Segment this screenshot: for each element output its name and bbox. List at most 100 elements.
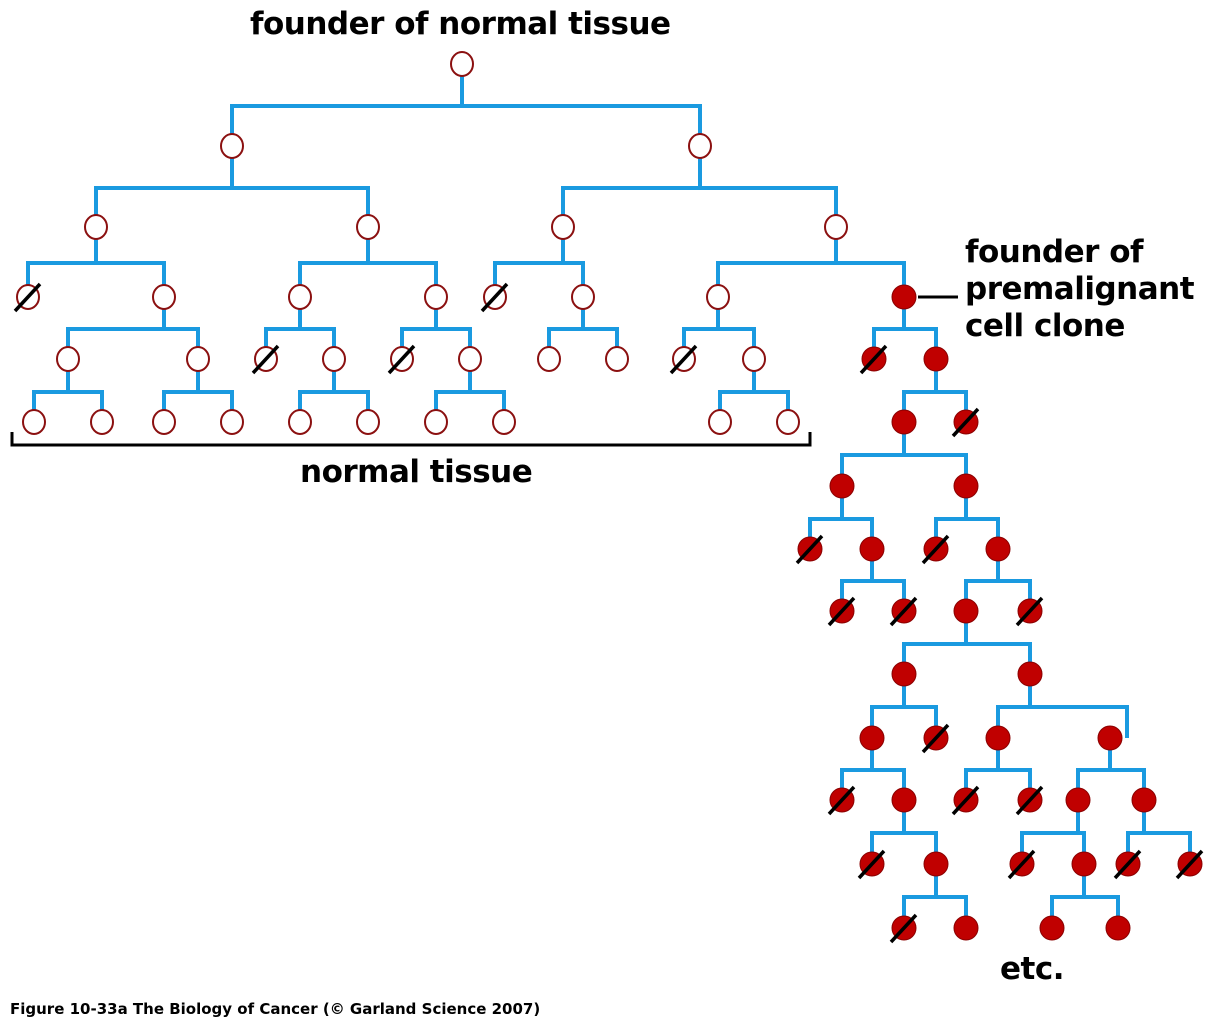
normal-cell xyxy=(288,284,312,310)
normal-cell xyxy=(706,284,730,310)
open-circle-icon xyxy=(288,409,312,435)
cell-death-slash-icon xyxy=(889,913,918,944)
figure-caption: Figure 10-33a The Biology of Cancer (© G… xyxy=(10,1000,541,1018)
filled-circle-icon xyxy=(859,536,885,562)
normal-tissue-label: normal tissue xyxy=(300,454,533,490)
filled-circle-icon xyxy=(923,851,949,877)
open-circle-icon xyxy=(708,409,732,435)
cell-death-slash-icon xyxy=(1015,596,1044,627)
normal-cell xyxy=(186,346,210,372)
cell-death-slash-icon xyxy=(857,849,886,880)
premalignant-cell xyxy=(1113,849,1142,880)
cell-death-slash-icon xyxy=(921,534,950,565)
open-circle-icon xyxy=(220,409,244,435)
premalignant-cell xyxy=(953,473,979,499)
normal-cell xyxy=(458,346,482,372)
normal-cell xyxy=(776,409,800,435)
premalignant-cell xyxy=(1071,851,1097,877)
premalignant-cell xyxy=(985,536,1011,562)
open-circle-icon xyxy=(776,409,800,435)
premalignant-cell xyxy=(1097,725,1123,751)
filled-circle-icon xyxy=(891,661,917,687)
normal-cell xyxy=(152,284,176,310)
normal-cell xyxy=(480,282,509,313)
premalignant-cell xyxy=(953,598,979,624)
premalignant-cell xyxy=(891,661,917,687)
filled-circle-icon xyxy=(985,536,1011,562)
filled-circle-icon xyxy=(953,473,979,499)
premalignant-cell xyxy=(859,536,885,562)
filled-circle-icon xyxy=(923,346,949,372)
normal-cell xyxy=(56,346,80,372)
premalignant-cell xyxy=(889,913,918,944)
open-circle-icon xyxy=(356,214,380,240)
filled-circle-icon xyxy=(1131,787,1157,813)
premalignant-cell xyxy=(951,407,980,438)
cell-death-slash-icon xyxy=(795,534,824,565)
cell-death-slash-icon xyxy=(1175,849,1204,880)
premalignant-cell xyxy=(1015,785,1044,816)
normal-cell xyxy=(537,346,561,372)
cell-death-slash-icon xyxy=(827,785,856,816)
normal-cell xyxy=(90,409,114,435)
open-circle-icon xyxy=(186,346,210,372)
filled-circle-icon xyxy=(1065,787,1091,813)
open-circle-icon xyxy=(706,284,730,310)
open-circle-icon xyxy=(152,284,176,310)
cell-death-slash-icon xyxy=(387,344,416,375)
open-circle-icon xyxy=(22,409,46,435)
open-circle-icon xyxy=(356,409,380,435)
premalignant-cell xyxy=(1015,596,1044,627)
premalignant-cell xyxy=(1007,849,1036,880)
cell-nodes xyxy=(13,51,1204,944)
filled-circle-icon xyxy=(1017,661,1043,687)
normal-cell xyxy=(220,133,244,159)
premalignant-cell xyxy=(985,725,1011,751)
open-circle-icon xyxy=(458,346,482,372)
premalignant-cell xyxy=(859,344,888,375)
filled-circle-icon xyxy=(829,473,855,499)
open-circle-icon xyxy=(492,409,516,435)
normal-cell xyxy=(492,409,516,435)
normal-cell xyxy=(688,133,712,159)
filled-circle-icon xyxy=(891,284,917,310)
premalignant-cell xyxy=(923,851,949,877)
normal-cell xyxy=(708,409,732,435)
open-circle-icon xyxy=(551,214,575,240)
premalignant-cell xyxy=(1175,849,1204,880)
premalignant-cell xyxy=(1065,787,1091,813)
normal-cell xyxy=(551,214,575,240)
open-circle-icon xyxy=(424,284,448,310)
premalignant-cell xyxy=(1039,915,1065,941)
normal-cell xyxy=(605,346,629,372)
premalignant-cell xyxy=(923,346,949,372)
cell-death-slash-icon xyxy=(1007,849,1036,880)
premalignant-founder-cell xyxy=(891,284,917,310)
premalignant-cell xyxy=(827,596,856,627)
filled-circle-icon xyxy=(1039,915,1065,941)
open-circle-icon xyxy=(322,346,346,372)
premalignant-cell xyxy=(891,787,917,813)
cell-death-slash-icon xyxy=(889,596,918,627)
premalignant-cell xyxy=(891,409,917,435)
premalignant-cell xyxy=(951,785,980,816)
premalignant-cell xyxy=(1017,661,1043,687)
cell-death-slash-icon xyxy=(951,407,980,438)
normal-cell xyxy=(824,214,848,240)
open-circle-icon xyxy=(288,284,312,310)
cell-death-slash-icon xyxy=(1113,849,1142,880)
normal-cell xyxy=(220,409,244,435)
filled-circle-icon xyxy=(891,787,917,813)
filled-circle-icon xyxy=(891,409,917,435)
open-circle-icon xyxy=(56,346,80,372)
cell-death-slash-icon xyxy=(13,282,42,313)
cell-death-slash-icon xyxy=(951,785,980,816)
open-circle-icon xyxy=(152,409,176,435)
normal-cell xyxy=(571,284,595,310)
open-circle-icon xyxy=(220,133,244,159)
premalignant-cell xyxy=(795,534,824,565)
cell-death-slash-icon xyxy=(859,344,888,375)
premalignant-founder-label: founder of premalignant cell clone xyxy=(965,234,1195,345)
etc-label: etc. xyxy=(1000,951,1065,987)
premalignant-cell xyxy=(1131,787,1157,813)
